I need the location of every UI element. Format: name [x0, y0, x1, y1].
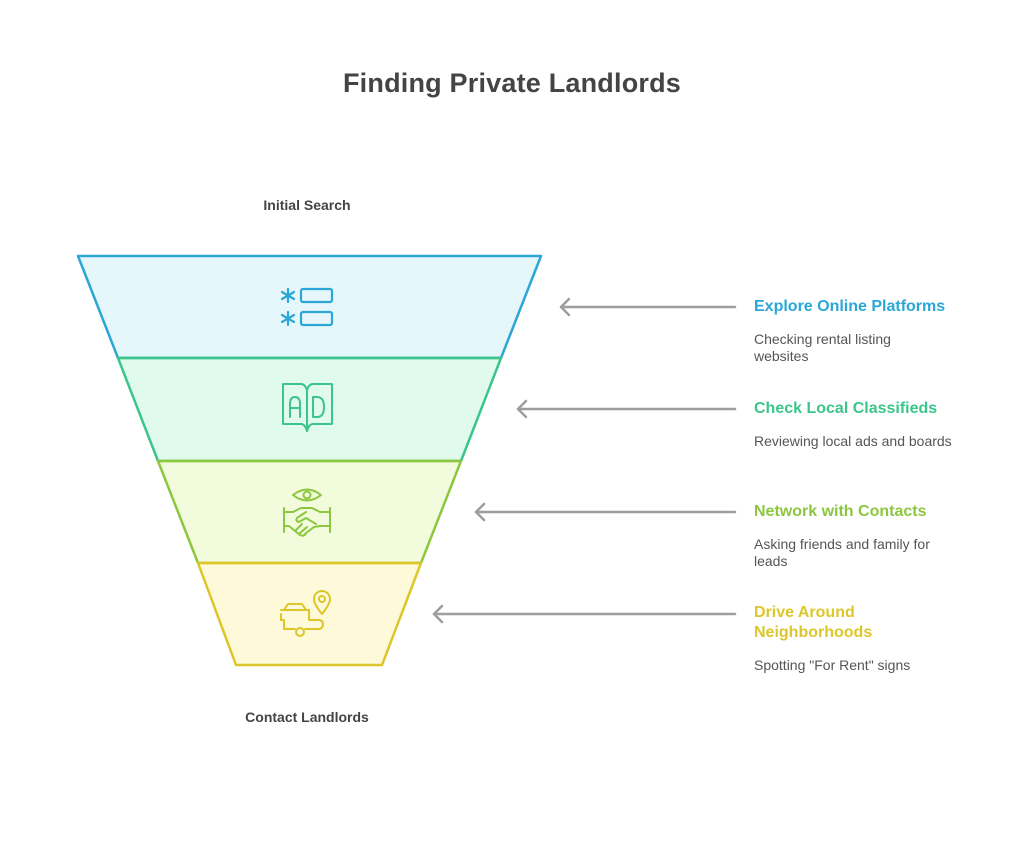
stage-1-title: Explore Online Platforms — [754, 298, 946, 315]
stage-4-text: Drive Around Neighborhoods Spotting "For… — [754, 603, 984, 674]
funnel-bottom-label: Contact Landlords — [245, 709, 369, 725]
ad-book-icon — [282, 383, 333, 432]
arrow-stage-2 — [516, 399, 737, 419]
stage-2-title: Check Local Classifieds — [754, 400, 938, 417]
funnel-stage-2 — [116, 356, 503, 463]
stage-1-description: Checking rental listing websites — [754, 331, 891, 364]
arrow-stage-4 — [432, 604, 737, 624]
list-icon — [280, 287, 334, 327]
funnel-top-label: Initial Search — [263, 197, 351, 213]
stage-4-description: Spotting "For Rent" signs — [754, 657, 911, 673]
stage-2-text: Check Local Classifieds Reviewing local … — [754, 399, 984, 450]
funnel-stage-1 — [76, 254, 543, 360]
page-title: Finding Private Landlords — [342, 68, 682, 98]
stage-4-title: Drive Around Neighborhoods — [754, 604, 873, 641]
stage-2-description: Reviewing local ads and boards — [754, 433, 952, 449]
stage-1-text: Explore Online Platforms Checking rental… — [754, 297, 984, 365]
stage-3-text: Network with Contacts Asking friends and… — [754, 502, 984, 570]
stage-3-description: Asking friends and family for leads — [754, 536, 930, 569]
arrow-stage-3 — [474, 502, 737, 522]
handshake-eye-icon — [283, 488, 331, 537]
stage-3-title: Network with Contacts — [754, 503, 927, 520]
funnel-stage-3 — [156, 459, 463, 565]
car-location-icon — [280, 590, 331, 637]
arrow-stage-1 — [559, 297, 737, 317]
